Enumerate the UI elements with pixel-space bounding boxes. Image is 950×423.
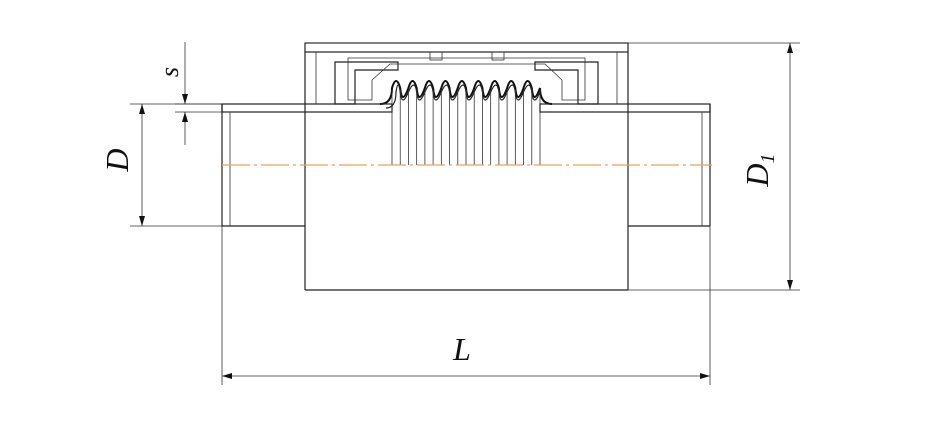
dimension-d1-subscript: 1 [757, 153, 779, 163]
dimension-s-label: s [155, 67, 184, 77]
dimension-s: s [155, 42, 222, 145]
dimension-l: L [221, 226, 711, 385]
outer-casing [304, 42, 800, 291]
dimension-d: D [99, 103, 222, 227]
dimension-d1-label: D1 [739, 153, 779, 187]
dimension-d1: D1 [739, 43, 793, 290]
dimension-l-label: L [452, 331, 471, 367]
bellows [379, 80, 553, 165]
dimension-d-label: D [99, 148, 135, 172]
